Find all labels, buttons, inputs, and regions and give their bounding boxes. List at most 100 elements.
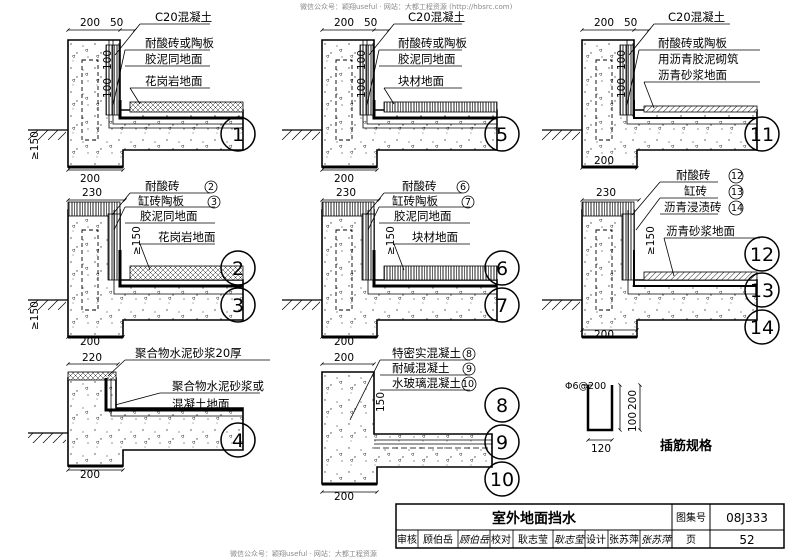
d2-dim-step: ≥150 — [29, 301, 41, 330]
d5-dim-base-width: 200 — [334, 173, 354, 185]
d11-dim-height-b: 100 — [616, 78, 628, 98]
d12-circle-2: 14 — [750, 317, 774, 339]
rebar-dim-width: 120 — [591, 443, 611, 455]
d4-label-0: 聚合物水泥砂浆20厚 — [135, 346, 242, 360]
d5-label-0: C20混凝土 — [408, 10, 465, 24]
d11-circle: 11 — [750, 124, 774, 146]
d12-label-0: 耐酸砖 — [676, 168, 711, 182]
reviewer-signature: 顾伯岳 — [459, 534, 490, 546]
d11-dim-height-a: 100 — [616, 50, 628, 70]
rebar-spec-label: Φ6@200 — [565, 381, 606, 392]
detail-5 — [280, 38, 499, 169]
d5-label-1: 耐酸砖或陶板 — [398, 36, 467, 50]
d8-ref-0: 8 — [466, 349, 472, 360]
d6-label-1: 缸砖陶板 — [392, 194, 438, 208]
d5-label-2: 胶泥同地面 — [398, 52, 456, 66]
d2-label-0: 耐酸砖 — [145, 179, 180, 193]
d8-label-0: 特密实混凝土 — [392, 346, 461, 360]
page-number: 52 — [739, 533, 754, 547]
d6-ref-1: 7 — [465, 197, 471, 208]
d8-dim-base-width: 200 — [334, 491, 354, 503]
drawing-title: 室外地面挡水 — [492, 510, 577, 527]
designer-signature: 张苏萍 — [641, 534, 673, 546]
d11-label-2: 用沥青胶泥砌筑 — [658, 52, 739, 66]
d11-label-3: 沥青砂浆地面 — [658, 68, 727, 82]
d6-circle-0: 6 — [496, 258, 508, 280]
watermark-top: 微信公众号：颖翔useful · 网站：大都工程资源 (http://hbsrc… — [300, 3, 513, 11]
title-block — [395, 503, 785, 549]
d6-dim-top-width: 230 — [336, 187, 356, 199]
d12-dim-base-width: 200 — [594, 329, 614, 341]
rebar-dim-total: 200 — [627, 390, 639, 410]
d1-label-3: 花岗岩地面 — [145, 74, 203, 88]
d11-dim-top-gap: 50 — [624, 17, 637, 29]
atlas-number: 08J333 — [726, 511, 768, 525]
d5-circle: 5 — [496, 124, 508, 146]
d6-dim-base-width: 200 — [334, 336, 354, 348]
d12-label-2: 沥青浸渍砖 — [664, 200, 722, 214]
d6-label-0: 耐酸砖 — [402, 179, 437, 193]
d8-dim-top-width: 200 — [334, 352, 354, 364]
d11-label-1: 耐酸砖或陶板 — [658, 36, 727, 50]
designer-name: 张苏萍 — [609, 533, 639, 546]
d8-circle-0: 8 — [496, 395, 508, 417]
d12-circle-0: 12 — [750, 244, 774, 266]
d12-ref-2: 14 — [731, 203, 743, 214]
detail-4 — [28, 371, 244, 468]
rebar-caption: 插筋规格 — [660, 438, 713, 454]
d5-dim-top-gap: 50 — [364, 17, 377, 29]
d1-label-0: C20混凝土 — [155, 10, 212, 24]
d1-dim-height-a: 100 — [102, 50, 114, 70]
detail-1 — [26, 38, 245, 169]
d2-circle-1: 3 — [232, 295, 244, 317]
d11-dim-base-width: 200 — [594, 155, 614, 167]
check-label: 校对 — [491, 533, 511, 546]
d12-circle-1: 13 — [750, 280, 774, 302]
detail-12-13-14 — [540, 201, 759, 339]
d12-ref-1: 13 — [731, 187, 743, 198]
d8-dim-height: 150 — [375, 392, 387, 412]
d2-label-3: 花岗岩地面 — [158, 230, 216, 244]
d1-circle: 1 — [232, 124, 244, 146]
d8-circle-2: 10 — [490, 469, 514, 491]
checker-name: 耿志莹 — [518, 533, 548, 546]
atlas-label: 图集号 — [676, 511, 706, 524]
d8-circle-1: 9 — [496, 432, 508, 454]
d1-dim-top-width: 200 — [80, 17, 100, 29]
detail-8-9-10 — [321, 371, 493, 486]
detail-11 — [540, 38, 759, 169]
d6-label-2: 胶泥同地面 — [394, 209, 452, 223]
d12-dim-height: ≥150 — [645, 226, 657, 255]
checker-signature: 耿志莹 — [554, 534, 586, 546]
d5-dim-height-a: 100 — [356, 50, 368, 70]
detail-2-3 — [26, 201, 245, 339]
d4-label-2: 混凝土地面 — [172, 397, 230, 411]
d12-label-1: 缸砖 — [684, 184, 707, 198]
d4-dim-top-width: 220 — [82, 352, 102, 364]
d4-label-1: 聚合物水泥砂浆或 — [172, 379, 264, 393]
page-label: 页 — [686, 534, 696, 546]
d2-ref-0: 2 — [208, 182, 214, 193]
d2-label-2: 胶泥同地面 — [140, 209, 198, 223]
d8-label-2: 水玻璃混凝土 — [392, 376, 461, 390]
review-label: 审核 — [397, 533, 417, 546]
d6-label-3: 块材地面 — [412, 230, 458, 244]
d5-label-3: 块材地面 — [398, 74, 444, 88]
d12-ref-0: 12 — [731, 171, 743, 182]
d4-circle: 4 — [232, 430, 244, 452]
rebar-dim-lower: 100 — [627, 412, 639, 432]
d2-dim-base-width: 200 — [80, 336, 100, 348]
d11-dim-top-width: 200 — [594, 17, 614, 29]
d8-label-1: 耐碱混凝土 — [392, 361, 450, 375]
d5-dim-height-b: 100 — [356, 78, 368, 98]
d2-dim-top-width: 230 — [82, 187, 102, 199]
d11-label-0: C20混凝土 — [668, 10, 725, 24]
d1-label-2: 胶泥同地面 — [145, 52, 203, 66]
d12-dim-top-width: 230 — [596, 187, 616, 199]
d1-dim-height-b: 100 — [102, 78, 114, 98]
rebar-spec — [582, 383, 642, 442]
d6-circle-1: 7 — [496, 295, 508, 317]
watermark-bottom: 微信公众号：颖翔useful · 网站：大都工程资源 — [230, 550, 377, 558]
reviewer-name: 顾伯岳 — [423, 533, 453, 546]
